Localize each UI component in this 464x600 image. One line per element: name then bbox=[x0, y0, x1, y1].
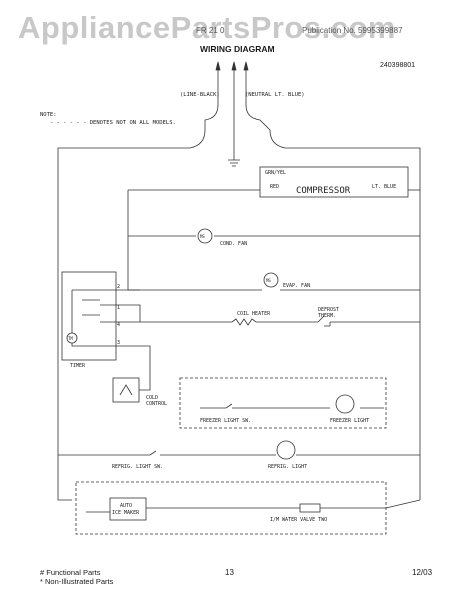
control-label: CONTROL bbox=[146, 401, 167, 407]
model-number: FR 21 0 bbox=[196, 26, 225, 35]
cond-fan-label: COND. FAN bbox=[220, 241, 247, 247]
power-plug-icon bbox=[215, 61, 249, 92]
compressor-label: COMPRESSOR bbox=[296, 186, 351, 196]
therm-label: THERM. bbox=[318, 313, 336, 319]
functional-parts-note: # Functional Parts bbox=[40, 568, 101, 577]
svg-text:4: 4 bbox=[117, 322, 120, 328]
red-label: RED bbox=[270, 184, 279, 190]
note-title: NOTE: bbox=[40, 112, 57, 118]
cond-fan-motor bbox=[197, 228, 213, 244]
svg-text:1: 1 bbox=[117, 305, 120, 311]
cold-label: COLD bbox=[146, 395, 158, 401]
note-text: - - - - - - DENOTES NOT ON ALL MODELS. bbox=[50, 120, 176, 126]
timer-label: TIMER bbox=[70, 363, 86, 369]
coil-heater-label: COIL HEATER bbox=[237, 311, 271, 317]
refrig-light-label: REFRIG. LIGHT bbox=[268, 464, 307, 470]
freezer-light-label: FREEZER LIGHT bbox=[330, 418, 369, 424]
freezer-light-switch-label: FREEZER LIGHT SW. bbox=[200, 418, 251, 424]
freezer-light-group bbox=[179, 377, 387, 429]
grn-yel-label: GRN/YEL bbox=[265, 170, 286, 176]
defrost-thermostat bbox=[317, 315, 331, 327]
coil-heater-element bbox=[231, 318, 257, 326]
line-black-label: (LINE-BLACK) bbox=[180, 92, 220, 98]
freezer-light-switch bbox=[225, 403, 233, 409]
footer-date: 12/03 bbox=[412, 568, 433, 577]
cold-control-box bbox=[112, 377, 140, 403]
refrig-light-switch-label: REFRIG. LIGHT SW. bbox=[112, 464, 163, 470]
svg-text:MS: MS bbox=[200, 234, 205, 239]
svg-text:TM: TM bbox=[68, 336, 73, 341]
refrig-light-bulb-icon bbox=[276, 440, 296, 460]
footer-legend: # Functional Parts * Non-Illustrated Par… bbox=[40, 568, 113, 586]
cold-control-switch bbox=[119, 384, 133, 396]
svg-text:2: 2 bbox=[117, 284, 120, 290]
neutral-label: (NEUTRAL LT. BLUE) bbox=[245, 92, 305, 98]
freezer-light-bulb-icon bbox=[335, 394, 355, 414]
refrig-light-switch bbox=[149, 450, 157, 456]
svg-text:MS: MS bbox=[266, 278, 271, 283]
page-number: 13 bbox=[225, 568, 234, 577]
compressor-box bbox=[259, 166, 409, 198]
publication-number: Publication No. 5995399887 bbox=[302, 26, 403, 35]
diagram-part-number: 240398801 bbox=[380, 62, 416, 69]
timer-box bbox=[61, 271, 117, 361]
ice-maker-box bbox=[109, 497, 147, 521]
lt-blue-label: LT. BLUE bbox=[372, 184, 396, 190]
ice-maker-label: ICE MAKER bbox=[112, 510, 140, 516]
water-valve-coil bbox=[299, 503, 321, 513]
defrost-label: DEFROST bbox=[318, 307, 339, 313]
evap-fan-motor bbox=[263, 272, 279, 288]
evap-fan-label: EVAP. FAN bbox=[283, 283, 310, 289]
watermark-logo: AppliancePartsPros.com bbox=[18, 10, 396, 45]
water-valve-label: I/M WATER VALVE TWO bbox=[270, 517, 327, 523]
non-illustrated-note: * Non-Illustrated Parts bbox=[40, 577, 114, 586]
svg-text:3: 3 bbox=[117, 340, 120, 346]
page-title: WIRING DIAGRAM bbox=[200, 44, 275, 54]
auto-label: AUTO bbox=[120, 503, 132, 509]
